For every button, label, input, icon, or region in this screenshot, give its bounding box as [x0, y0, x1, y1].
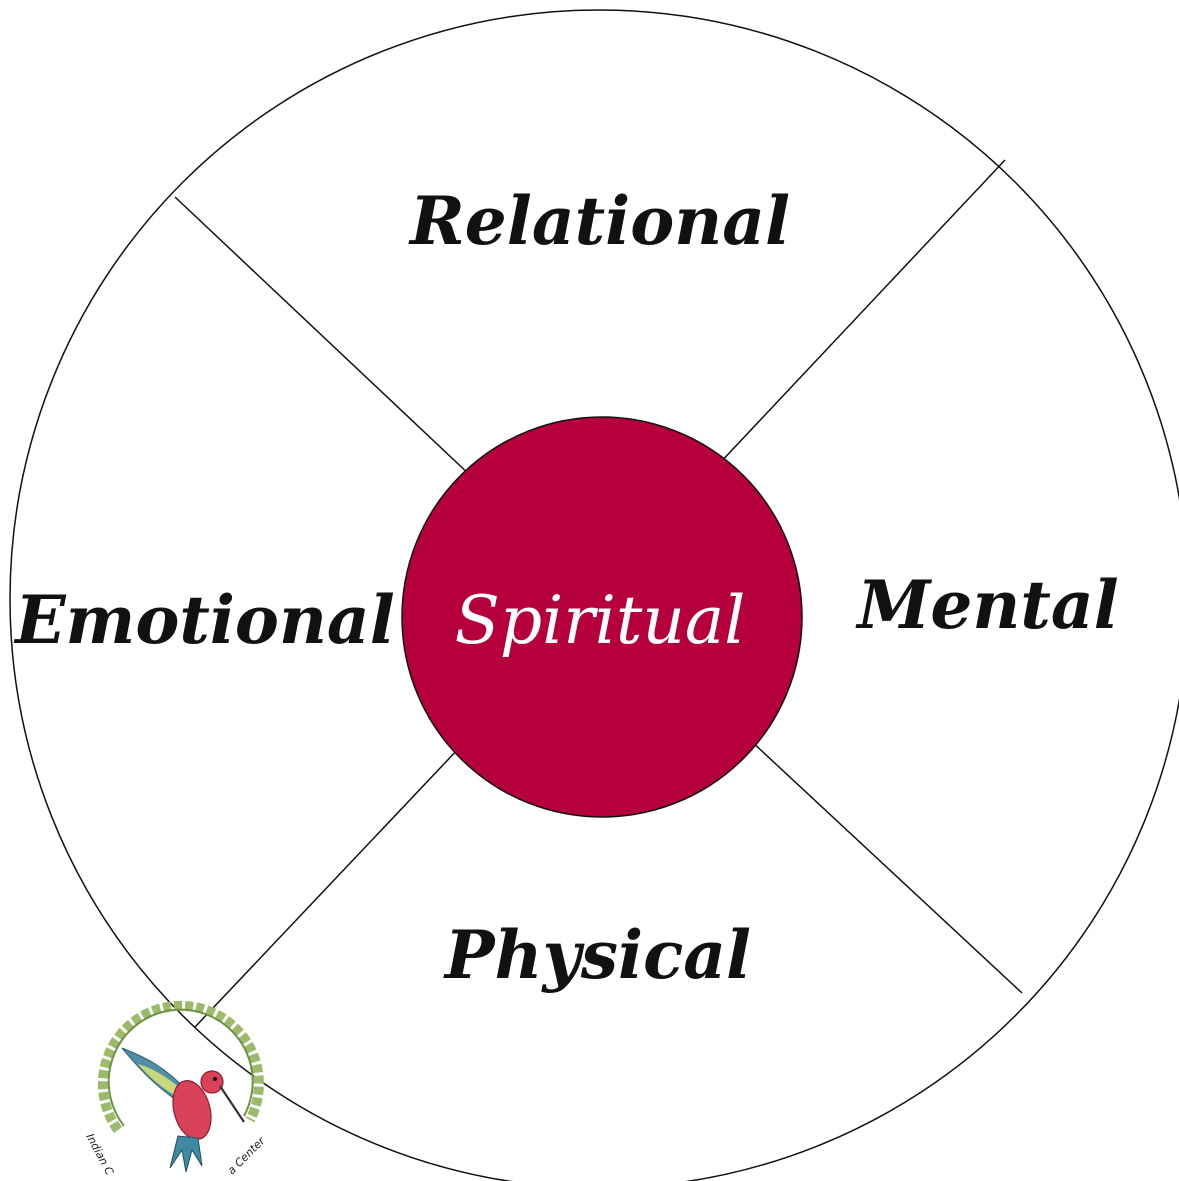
logo-text-left: Indian C	[83, 1131, 116, 1177]
quadrant-label-bottom: Physical	[443, 916, 751, 994]
logo-ring-arc	[97, 1000, 264, 1133]
divider-line-bottom-left	[194, 746, 461, 1028]
center-label: Spiritual	[455, 582, 746, 659]
hummingbird-icon	[121, 1047, 245, 1173]
divider-line-top-right	[716, 159, 1006, 467]
quadrant-label-left: Emotional	[13, 581, 395, 659]
quadrant-label-right: Mental	[855, 566, 1118, 644]
logo-ring-arc-inner	[107, 1008, 254, 1127]
center-circle	[401, 416, 803, 818]
divider-line-bottom-right	[749, 739, 1023, 994]
quadrant-label-top: Relational	[408, 182, 790, 260]
divider-line-top-left	[174, 196, 473, 478]
organization-logo: Indian C a Center	[83, 1000, 269, 1178]
logo-text-right: a Center	[225, 1133, 269, 1177]
